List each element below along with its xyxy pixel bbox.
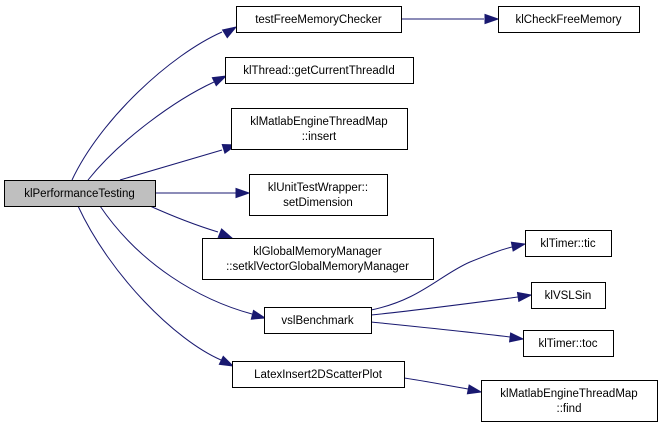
node-label: klCheckFreeMemory [515,14,621,26]
node-label: klMatlabEngineThreadMap [500,388,637,400]
edge-layer [71,13,533,395]
node-globalMem[interactable]: klGlobalMemoryManager::setklVectorGlobal… [202,238,434,280]
node-box [523,330,614,357]
node-box [498,6,640,33]
node-checkFree[interactable]: klCheckFreeMemory [498,6,640,33]
node-box [4,180,156,207]
node-label: ::find [557,403,582,415]
node-root[interactable]: klPerformanceTesting [4,180,156,207]
node-box [236,6,402,33]
node-label: ::setklVectorGlobalMemoryManager [226,261,409,273]
node-label: klGlobalMemoryManager [253,246,382,258]
node-mapFind[interactable]: klMatlabEngineThreadMap::find [481,380,658,422]
node-label: LatexInsert2DScatterPlot [254,369,383,381]
node-label: klMatlabEngineThreadMap [250,116,387,128]
node-label: klVSLSin [545,290,592,302]
edge-root-to-latex [77,205,222,361]
node-toc[interactable]: klTimer::toc [523,330,614,357]
node-box [232,361,405,388]
node-label: klTimer::tic [540,238,595,250]
node-testFree[interactable]: testFreeMemoryChecker [236,6,402,33]
node-label: setDimension [283,197,353,209]
node-mapInsert[interactable]: klMatlabEngineThreadMap::insert [231,108,408,150]
node-box [264,307,372,334]
arrowhead-testFree-to-checkFree [484,13,500,25]
edge-vsl-to-vslSin [370,296,519,316]
edge-root-to-getThread [87,81,215,181]
edge-vsl-to-tic [370,246,513,311]
node-vsl[interactable]: vslBenchmark [264,307,372,334]
arrowhead-root-to-latex [218,355,235,367]
node-box [525,230,612,257]
edge-root-to-testFree [71,31,223,181]
node-label: vslBenchmark [281,315,353,327]
edge-root-to-vsl [99,205,253,315]
node-label: klPerformanceTesting [24,188,135,200]
node-label: testFreeMemoryChecker [255,14,382,26]
arrowhead-vsl-to-tic [510,241,527,252]
arrowhead-root-to-vsl [250,309,267,320]
arrowhead-root-to-globalMem [217,228,234,239]
edge-vsl-to-toc [370,321,511,338]
edge-latex-to-mapFind [403,377,469,390]
node-label: ::insert [302,131,337,143]
node-box [531,282,606,309]
node-latex[interactable]: LatexInsert2DScatterPlot [232,361,405,388]
node-label: klUnitTestWrapper:: [268,182,368,194]
node-layer: klPerformanceTesting testFreeMemoryChecke… [4,6,658,422]
node-getThread[interactable]: klThread::getCurrentThreadId [225,57,414,84]
node-tic[interactable]: klTimer::tic [525,230,612,257]
arrowhead-root-to-getThread [211,75,228,87]
node-label: klTimer::toc [539,338,598,350]
node-box [231,108,408,150]
node-box [225,57,414,84]
node-setDim[interactable]: klUnitTestWrapper::setDimension [249,174,388,216]
arrowhead-root-to-setDim [235,187,251,199]
edge-root-to-globalMem [149,205,219,233]
node-box [481,380,658,422]
node-vslSin[interactable]: klVSLSin [531,282,606,309]
arrowhead-vsl-to-toc [508,332,525,343]
arrowhead-root-to-testFree [221,26,238,39]
arrowhead-vsl-to-vslSin [516,291,533,303]
node-label: klThread::getCurrentThreadId [243,65,395,77]
edge-root-to-mapInsert [119,149,223,181]
node-box [202,238,434,280]
node-box [249,174,388,216]
arrowhead-latex-to-mapFind [466,384,483,395]
